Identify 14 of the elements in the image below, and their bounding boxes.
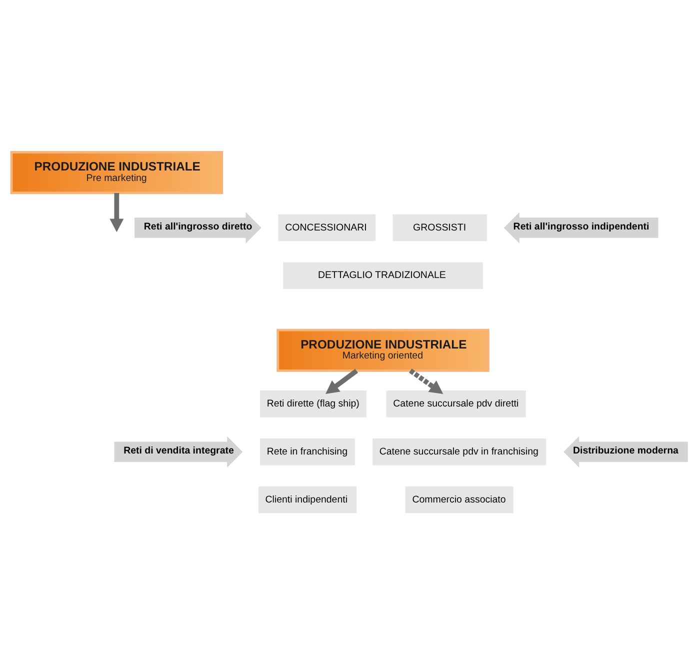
arrow bbox=[409, 368, 444, 394]
node-box: PRODUZIONE INDUSTRIALE Pre marketing bbox=[10, 151, 224, 194]
node-box: Commercio associato bbox=[405, 486, 514, 514]
node-box: Reti dirette (flag ship) bbox=[260, 390, 366, 418]
arrow bbox=[110, 193, 124, 232]
node-box: DETTAGLIO TRADIZIONALE bbox=[283, 262, 483, 290]
node-box: Clienti indipendenti bbox=[258, 486, 357, 514]
node-box: CONCESSIONARI bbox=[278, 214, 376, 242]
node-box: Catene succursale pdv in franchising bbox=[372, 438, 546, 466]
arrow bbox=[325, 368, 358, 394]
node-box: PRODUZIONE INDUSTRIALE Marketing oriented bbox=[276, 328, 490, 372]
node-box: GROSSISTI bbox=[392, 214, 487, 242]
node-box: Rete in franchising bbox=[260, 438, 355, 466]
node-box: Catene succursale pdv diretti bbox=[386, 390, 526, 418]
